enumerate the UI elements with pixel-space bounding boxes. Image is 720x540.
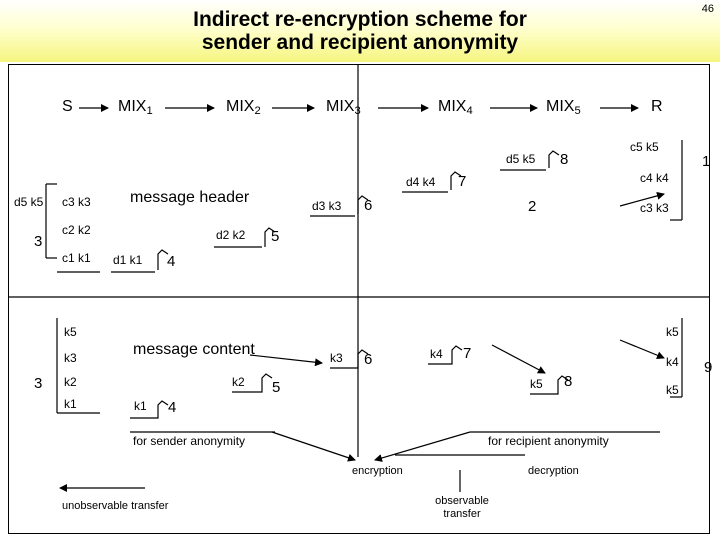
header-sender-left: d5 k5 <box>14 195 44 209</box>
content-sender-step: 3 <box>34 375 43 392</box>
station-mix3-label: MIX <box>326 98 355 115</box>
recipient-section-label: for recipient anonymity <box>488 434 609 448</box>
content-step6: 6 <box>364 351 373 368</box>
content-k4: k4 <box>430 347 443 361</box>
header-step8: 8 <box>560 151 569 168</box>
station-mix1-sub: 1 <box>146 104 153 117</box>
station-mix1-label: MIX <box>118 98 147 115</box>
header-step5: 5 <box>271 228 280 245</box>
header-sender-step: 3 <box>34 233 43 250</box>
header-d3k3: d3 k3 <box>312 199 342 213</box>
content-encryption-arrow <box>249 354 323 367</box>
station-mix5-sub: 5 <box>574 104 581 117</box>
content-r-k4: k4 <box>666 355 679 369</box>
content-k1: k1 <box>134 399 147 413</box>
header-stack-c2k2: c2 k2 <box>62 223 91 237</box>
content-r-step: 9 <box>704 359 713 376</box>
header-step7: 7 <box>458 173 467 190</box>
legend-encryption: encryption <box>352 465 403 477</box>
content-label: message content <box>133 341 255 358</box>
content-k3: k3 <box>330 351 343 365</box>
station-mix3-sub: 3 <box>354 104 361 117</box>
legend-unobservable: unobservable transfer <box>62 500 169 512</box>
diagram-frame <box>8 64 710 534</box>
mix2-content-step <box>232 373 273 393</box>
content-step4: 4 <box>168 399 177 416</box>
mix1-content-step <box>130 400 169 419</box>
content-r-k5: k5 <box>666 325 679 339</box>
station-r: R <box>651 98 663 115</box>
station-mix1: MIX1 <box>118 99 153 117</box>
header-label: message header <box>130 189 250 206</box>
content-r-k3: k5 <box>666 383 679 397</box>
header-stack-c1k1: c1 k1 <box>62 251 91 265</box>
content-s-k3: k3 <box>64 351 77 365</box>
mix5-header-step <box>548 150 560 168</box>
content-step8: 8 <box>564 373 573 390</box>
title-line-2: sender and recipient anonymity <box>201 31 519 54</box>
sender-section-label: for sender anonymity <box>133 434 246 448</box>
encryption-legend-arrow <box>271 431 356 462</box>
station-mix2-sub: 2 <box>254 104 261 117</box>
station-mix2: MIX2 <box>226 99 261 117</box>
mix4-content-step <box>428 345 463 365</box>
header-r-c4k4: c4 k4 <box>640 171 669 185</box>
content-decryption-arrow <box>491 344 546 374</box>
station-mix4: MIX4 <box>438 99 473 117</box>
mix5-content-step <box>530 375 569 395</box>
station-mix3: MIX3 <box>326 99 361 117</box>
content-k2: k2 <box>232 375 245 389</box>
mix3-header-step <box>357 195 369 214</box>
header-stack-c3k3: c3 k3 <box>62 195 91 209</box>
station-mix5-label: MIX <box>546 98 575 115</box>
mix3-content-step <box>330 349 369 369</box>
header-d5k5: d5 k5 <box>506 152 536 166</box>
recipient-content-arrow <box>619 339 665 360</box>
station-s: S <box>62 98 73 115</box>
page-number: 46 <box>701 3 714 15</box>
header-d2k2: d2 k2 <box>216 228 246 242</box>
content-s-k2: k2 <box>64 375 77 389</box>
title-bar <box>0 0 720 62</box>
recipient-header-arrow <box>619 191 665 207</box>
station-mix4-sub: 4 <box>466 104 473 117</box>
content-step7: 7 <box>463 345 472 362</box>
mix1-header-step <box>157 249 169 270</box>
decryption-legend-arrow <box>374 431 471 462</box>
legend-observable-line1: observable <box>435 495 489 507</box>
mix2-header-step <box>264 227 276 247</box>
header-r-step: 1 <box>702 153 711 170</box>
legend-decryption: decryption <box>528 465 579 477</box>
content-s-k1: k1 <box>64 397 77 411</box>
header-r-c5k5: c5 k5 <box>630 140 659 154</box>
header-step6: 6 <box>364 197 373 214</box>
station-mix2-label: MIX <box>226 98 255 115</box>
content-step5: 5 <box>272 379 281 396</box>
header-r-c3k3: c3 k3 <box>640 201 669 215</box>
legend-observable-line2: transfer <box>443 508 481 520</box>
legend-observable: observable transfer <box>432 496 492 520</box>
header-step4: 4 <box>167 253 176 270</box>
header-d4k4: d4 k4 <box>406 175 436 189</box>
header-d1k1: d1 k1 <box>113 253 143 267</box>
mix4-header-step <box>450 171 462 190</box>
slide-title: Indirect re-encryption scheme for sender… <box>120 8 600 54</box>
station-mix4-label: MIX <box>438 98 467 115</box>
title-line-1: Indirect re-encryption scheme for <box>193 8 527 31</box>
header-recipient-step: 2 <box>528 198 537 215</box>
content-k5: k5 <box>530 377 543 391</box>
content-s-k5: k5 <box>64 325 77 339</box>
station-mix5: MIX5 <box>546 99 581 117</box>
